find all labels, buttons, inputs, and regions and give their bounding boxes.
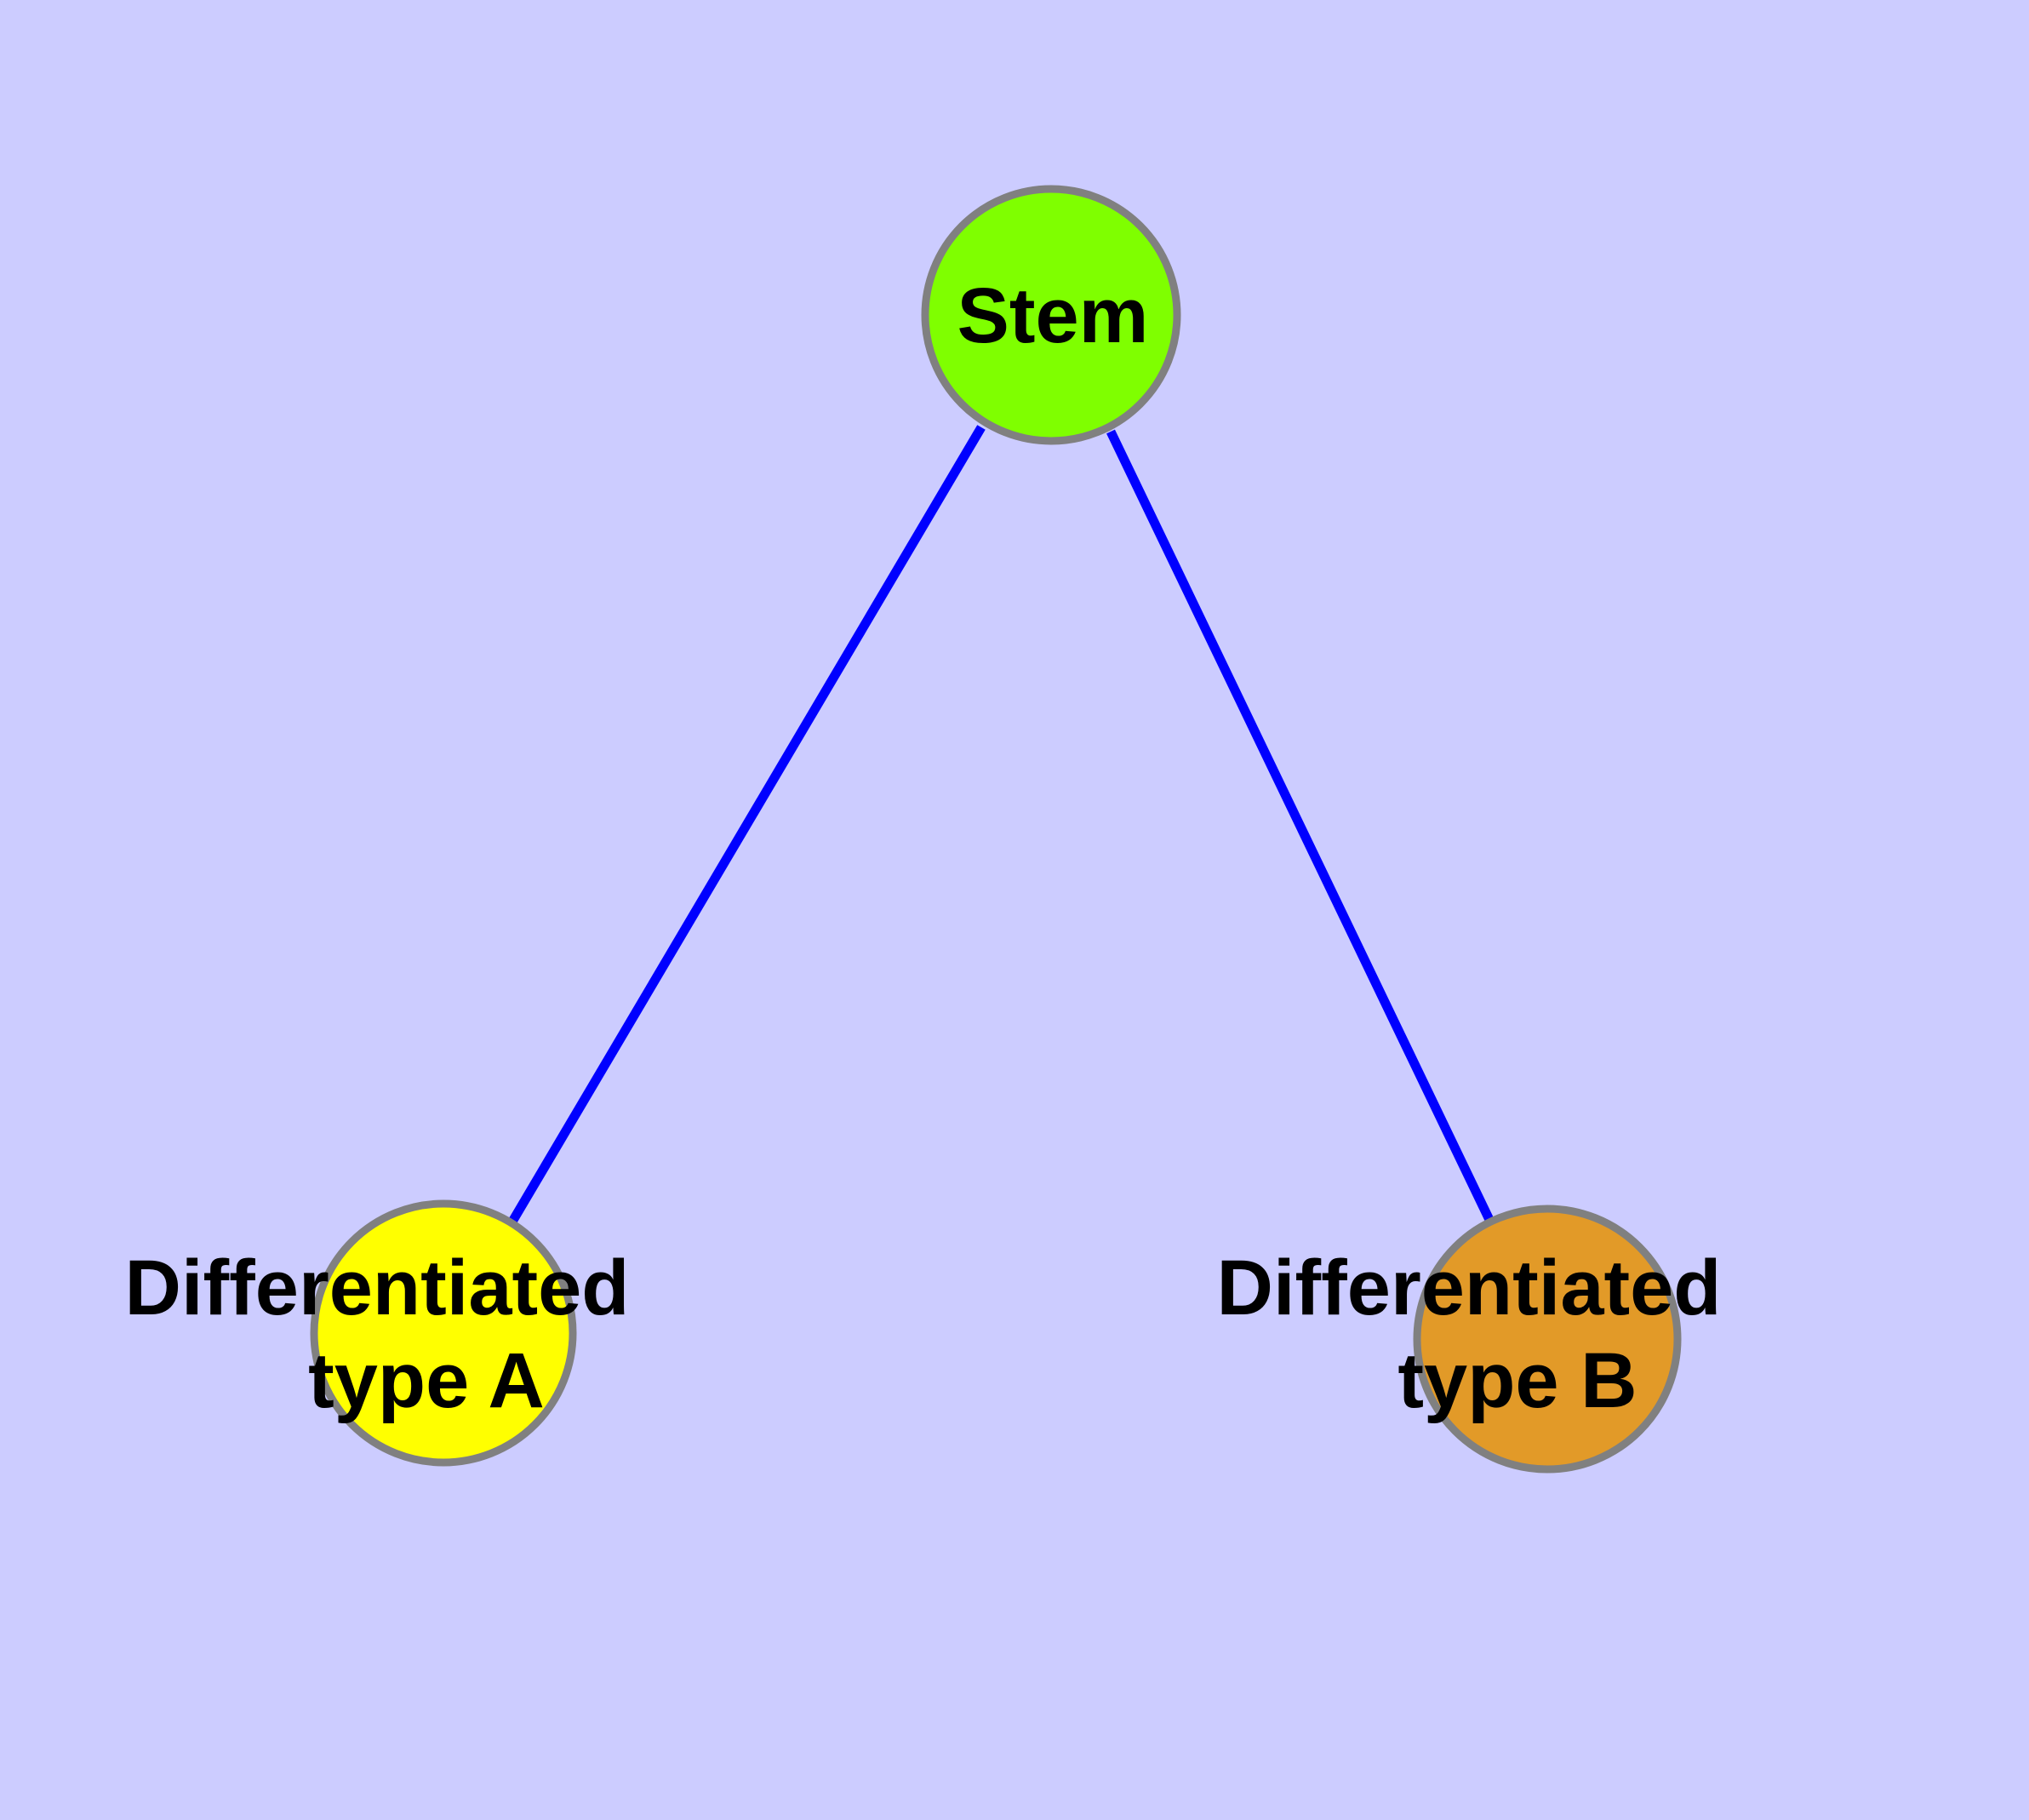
edge-layer [508, 425, 1495, 1226]
label-layer: Stem Differentiated type A Differentiate… [125, 272, 1722, 1424]
node-layer [310, 185, 1682, 1474]
node-stem-label: Stem [957, 272, 1149, 359]
node-differentiated-type-b-label-line2: type B [1397, 1337, 1637, 1424]
edge-stem-to-differentiated-type-b[interactable] [1106, 429, 1495, 1226]
node-differentiated-type-b[interactable] [1413, 1205, 1682, 1474]
node-differentiated-type-b-label-line1: Differentiated [1217, 1245, 1722, 1331]
node-differentiated-type-a[interactable] [310, 1199, 577, 1467]
node-stem[interactable] [921, 185, 1181, 445]
node-differentiated-type-a-label-line1: Differentiated [125, 1245, 630, 1331]
edge-stem-to-differentiated-type-a[interactable] [508, 425, 986, 1224]
node-differentiated-type-a-label-line2: type A [308, 1337, 545, 1424]
